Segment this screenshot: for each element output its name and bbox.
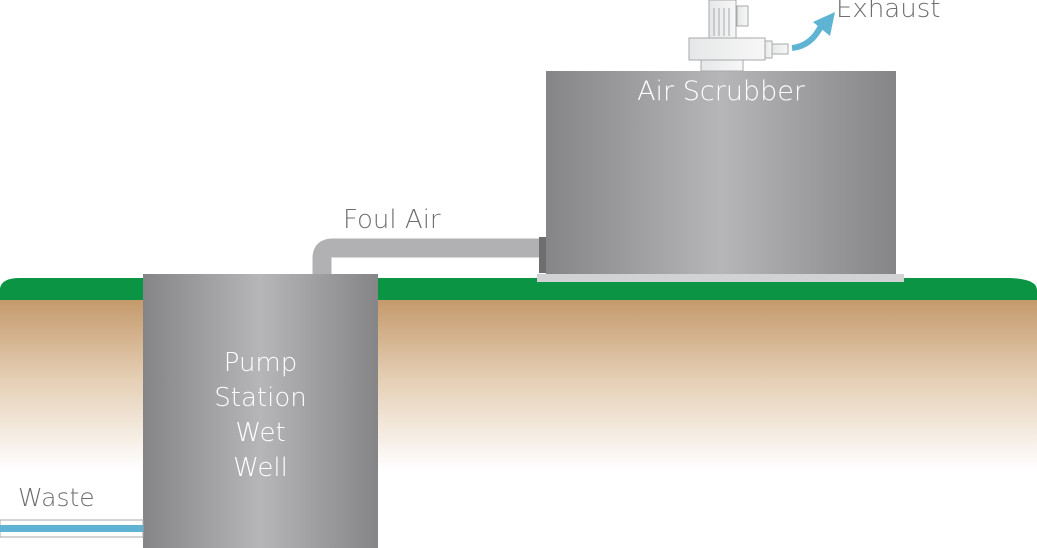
air-scrubber-label: Air Scrubber	[637, 76, 805, 107]
scrubber-base-pad	[537, 274, 904, 282]
waste-label: Waste	[18, 483, 95, 512]
pump-station-label-line: Well	[233, 453, 288, 483]
pump-station-wet-well	[143, 274, 378, 548]
pump-station-label-line: Pump	[223, 348, 298, 378]
pump-station-label-line: Station	[214, 383, 307, 413]
exhaust-label: Exhaust	[836, 0, 941, 24]
curved-arrow-icon	[791, 12, 835, 51]
foul-air-pipe	[312, 238, 542, 276]
waste-inlet-pipe	[0, 519, 144, 538]
air-scrubber-tank	[546, 71, 896, 274]
pump-station-label: Pump Station Wet Well	[143, 346, 378, 486]
blower-fan-icon	[688, 0, 789, 72]
foul-air-label: Foul Air	[343, 205, 441, 235]
scrubber-inlet-flange	[539, 237, 546, 273]
pump-station-label-line: Wet	[235, 418, 286, 448]
